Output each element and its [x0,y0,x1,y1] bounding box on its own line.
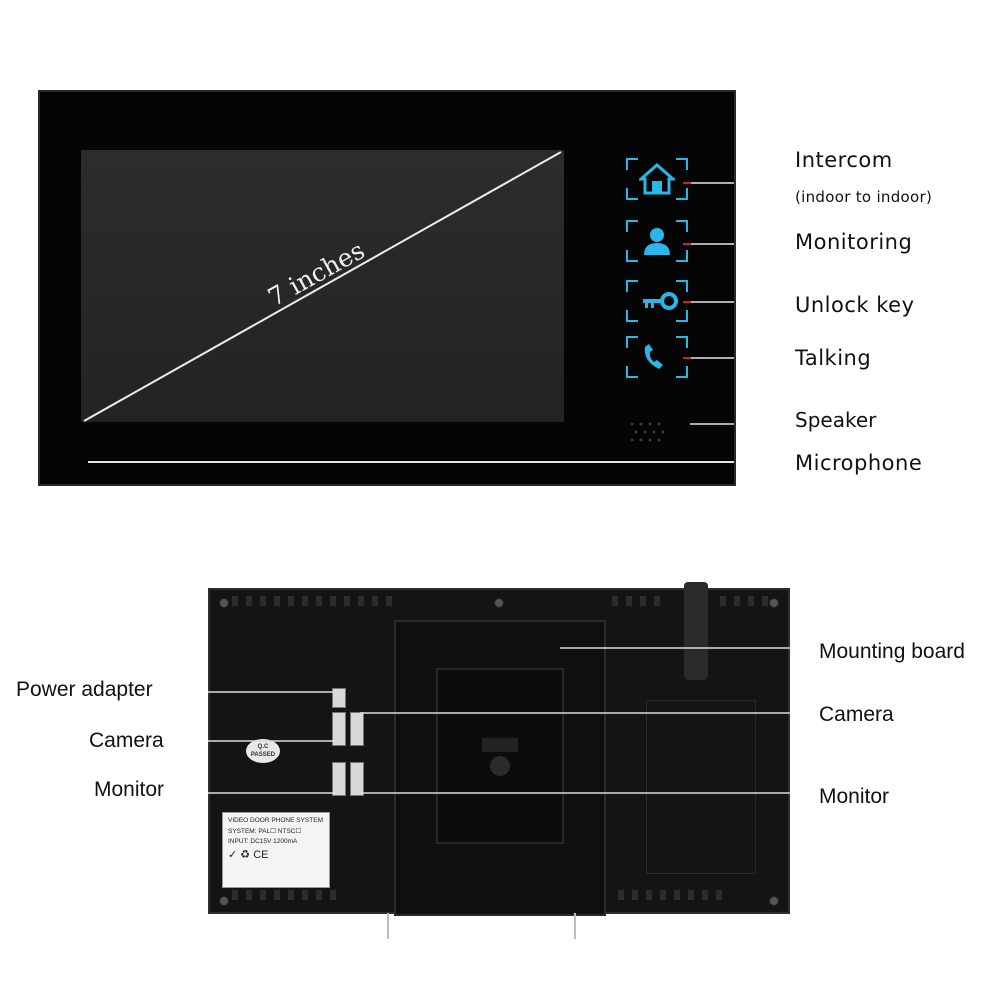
speaker-grille [630,422,665,442]
callout-monitor-right: Monitor [819,785,890,808]
stand-leg [574,913,576,939]
indicator-led [683,243,691,245]
unlock-key-button[interactable] [626,280,688,322]
callout-intercom: Intercom [795,148,893,172]
screw [219,598,229,608]
rating-system: SYSTEM: PAL☐ NTSC☐ [228,828,302,835]
back-vents [232,596,768,900]
antenna [684,582,708,680]
callout-camera-left: Camera [89,729,164,752]
screen-diagonal-line [83,151,562,422]
front-lines [83,151,734,463]
rating-title: VIDEO DOOR PHONE SYSTEM [228,817,323,824]
callout-mounting-board: Mounting board [819,640,965,663]
screw [769,896,779,906]
battery-cover [646,700,756,874]
callout-camera-right: Camera [819,703,894,726]
back-leader-lines [208,647,790,794]
callout-microphone: Microphone [795,451,923,475]
monitor-port [332,762,346,796]
callout-talking: Talking [795,346,872,370]
talking-button[interactable] [626,336,688,378]
key-icon [643,292,678,310]
screw [494,598,504,608]
rating-label: VIDEO DOOR PHONE SYSTEM SYSTEM: PAL☐ NTS… [222,812,330,888]
stand-leg [387,913,389,939]
person-icon [644,228,670,255]
mount-hook [482,738,518,776]
monitoring-button[interactable] [626,220,688,262]
monitor-port [350,762,364,796]
callout-monitoring: Monitoring [795,230,913,254]
indicator-led [683,182,691,184]
indicator-led [683,357,691,359]
rating-input: INPUT: DC15V 1200mA [228,838,298,845]
screw [769,598,779,608]
home-icon [639,163,675,195]
intercom-button[interactable] [626,158,688,200]
phone-icon [644,344,663,369]
rating-marks: ✓ ♻ CE [228,849,269,861]
callout-monitor-left: Monitor [94,778,165,801]
callout-speaker: Speaker [795,408,877,432]
callout-power-adapter: Power adapter [16,678,153,701]
camera-port [332,712,346,746]
indicator-led [683,301,691,303]
qc-sticker: Q.C PASSED [246,739,280,763]
callout-intercom-sublabel: (indoor to indoor) [795,188,933,206]
screw [219,896,229,906]
power-adapter-port [332,688,346,708]
callout-unlock-key: Unlock key [795,293,915,317]
camera-port [350,712,364,746]
